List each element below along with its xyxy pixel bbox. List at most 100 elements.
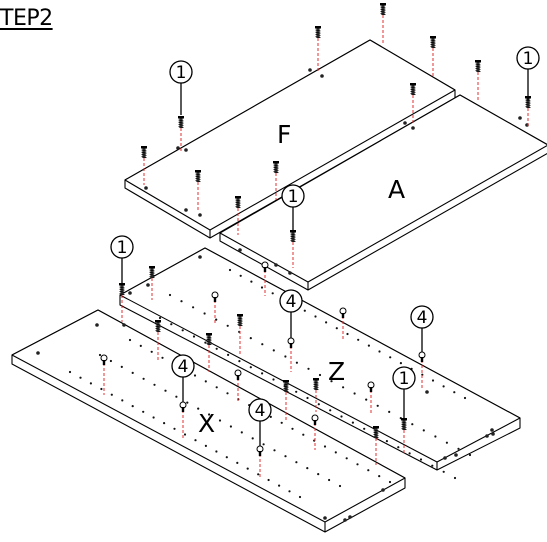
screw-thread — [283, 385, 289, 388]
pin-hole — [453, 391, 456, 394]
hole — [198, 213, 202, 217]
pin-hole — [442, 385, 445, 388]
screw-thread — [380, 11, 386, 13]
hole — [198, 255, 202, 259]
screw-thread — [290, 233, 296, 236]
pin-hole — [280, 421, 283, 424]
screw-thread — [401, 426, 407, 428]
screw — [283, 380, 289, 420]
pin-hole — [329, 409, 332, 412]
pin-hole — [249, 337, 252, 340]
screw-thread — [525, 106, 531, 108]
cam-pin — [211, 291, 219, 325]
screw-head — [410, 83, 416, 86]
screw-thread — [410, 91, 416, 93]
screw-thread — [410, 86, 416, 89]
pin-hole — [317, 403, 320, 406]
pin-hole — [295, 390, 298, 393]
pin-hole — [346, 332, 349, 336]
panel-f-label: F — [277, 120, 291, 149]
screw-thread — [195, 180, 201, 182]
hole — [144, 186, 148, 190]
pin-hole — [468, 453, 472, 457]
screw — [178, 116, 184, 152]
callout-number: 1 — [288, 187, 299, 207]
pin-hole — [251, 437, 254, 440]
hole — [518, 116, 522, 120]
screw-thread — [206, 341, 212, 343]
pin-hole — [318, 373, 322, 377]
pin-hole — [98, 353, 102, 357]
pin-hole — [342, 386, 345, 389]
pin-hole — [338, 484, 342, 488]
shelf-pin-rows — [68, 268, 472, 499]
screw-thread — [155, 330, 161, 332]
pin-hole — [249, 366, 252, 369]
screw-thread — [475, 70, 481, 72]
screw-thread — [273, 164, 279, 167]
screw-thread — [315, 36, 321, 38]
pin-hole — [291, 427, 294, 430]
pin-hole — [109, 359, 112, 363]
pin-hole — [269, 415, 272, 418]
pin-hole — [399, 362, 402, 365]
screw-thread — [141, 151, 147, 154]
pin-hole — [298, 495, 302, 499]
callout-1-center: 1 — [281, 184, 305, 232]
pin-hole — [445, 441, 448, 444]
pin-hole — [389, 356, 392, 359]
screw-head — [206, 333, 212, 336]
screw-thread — [380, 6, 386, 9]
hole — [274, 263, 278, 267]
screw-thread — [273, 171, 279, 173]
screw-thread — [283, 383, 289, 386]
screw — [315, 26, 321, 72]
pin-hole — [388, 410, 391, 413]
pin-shank — [181, 407, 185, 412]
hole — [485, 434, 489, 438]
pin-hole — [378, 350, 381, 353]
screw-thread — [475, 63, 481, 66]
pin-hole — [345, 457, 348, 460]
pin-hole — [295, 461, 298, 464]
pin-hole — [457, 447, 460, 450]
screw-thread — [237, 319, 243, 322]
screw-thread — [475, 65, 481, 68]
pin-hole — [68, 370, 72, 374]
screw-thread — [149, 269, 155, 272]
pin-hole — [351, 421, 354, 424]
pin-hole — [357, 338, 360, 341]
pin-hole — [367, 469, 370, 472]
pin-hole — [121, 399, 124, 402]
callout-number: 1 — [176, 63, 187, 83]
pin-hole — [226, 392, 229, 395]
screw-thread — [155, 323, 161, 326]
screw-head — [273, 161, 279, 164]
pin-hole — [340, 415, 343, 418]
hole — [238, 248, 242, 252]
hole — [381, 488, 385, 492]
pin-hole — [261, 372, 264, 375]
screw-thread — [410, 93, 416, 95]
screw-thread — [237, 324, 243, 326]
hole — [490, 428, 494, 432]
screw-thread — [149, 271, 155, 274]
screw-thread — [430, 39, 436, 42]
callout-number: 1 — [399, 369, 410, 389]
pin-shank — [369, 387, 373, 392]
callout-number: 1 — [117, 238, 128, 258]
screw-thread — [401, 428, 407, 430]
panel-a-label: A — [388, 175, 405, 204]
screw-thread — [141, 156, 147, 158]
hole — [184, 148, 188, 152]
hole — [95, 323, 99, 327]
pin-hole — [307, 367, 310, 370]
pin-hole — [295, 361, 298, 364]
screw-thread — [155, 325, 161, 328]
screw-thread — [235, 199, 241, 202]
pin-hole — [173, 427, 176, 430]
pin-hole — [271, 292, 274, 295]
pin-hole — [356, 463, 359, 466]
pin-hole — [267, 478, 270, 482]
